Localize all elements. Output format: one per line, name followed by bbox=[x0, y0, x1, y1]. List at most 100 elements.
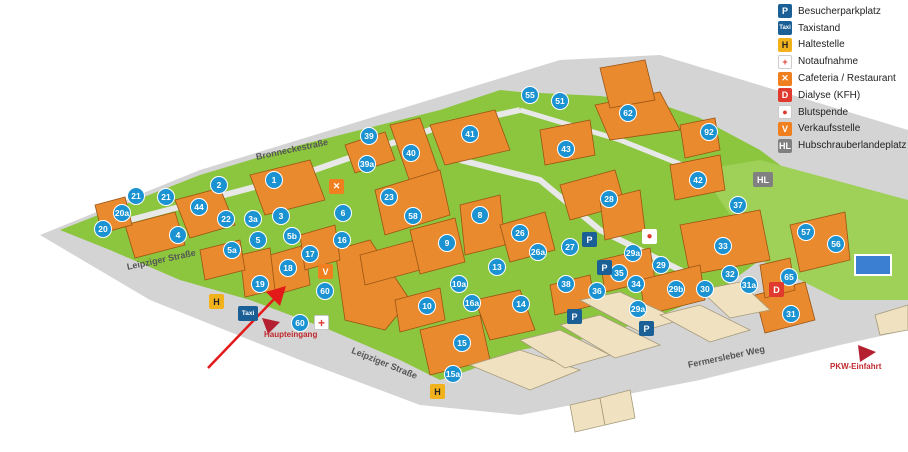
cutlery-icon: ✕ bbox=[329, 179, 344, 194]
legend-item: V Verkaufsstelle bbox=[778, 121, 906, 138]
building-number-marker: 32 bbox=[721, 265, 739, 283]
parking-icon: P bbox=[639, 321, 654, 336]
entrance-arrow bbox=[207, 294, 279, 369]
legend-item: + Notaufnahme bbox=[778, 53, 906, 70]
building-number-marker: 38 bbox=[557, 275, 575, 293]
building-number-marker: 29b bbox=[667, 280, 685, 298]
building-number-marker: 26 bbox=[511, 224, 529, 242]
building-number-marker: 62 bbox=[619, 104, 637, 122]
bus-stop-icon: H bbox=[209, 294, 224, 309]
building-number-marker: 21 bbox=[157, 188, 175, 206]
bus-stop-icon: H bbox=[430, 384, 445, 399]
building-number-marker: 17 bbox=[301, 245, 319, 263]
dialysis-icon: D bbox=[769, 282, 784, 297]
building-number-marker: 39 bbox=[360, 127, 378, 145]
building-number-marker: 15 bbox=[453, 334, 471, 352]
building-number-marker: 28 bbox=[600, 190, 618, 208]
helipad-icon: HL bbox=[778, 138, 792, 153]
building-number-marker: 21 bbox=[127, 187, 145, 205]
building-number-marker: 29a bbox=[624, 244, 642, 262]
building-number-marker: 43 bbox=[557, 140, 575, 158]
building-number-marker: 29 bbox=[652, 256, 670, 274]
building-number-marker: 36 bbox=[588, 282, 606, 300]
building-number-marker: 6 bbox=[334, 204, 352, 222]
building-number-marker: 65 bbox=[780, 268, 798, 286]
building-number-marker: 35 bbox=[610, 264, 628, 282]
shop-icon: V bbox=[778, 121, 792, 136]
blood-drop-icon: ● bbox=[642, 229, 657, 244]
legend-label: Verkaufsstelle bbox=[798, 123, 861, 135]
entrance-arrowhead bbox=[266, 286, 286, 306]
building-number-marker: 34 bbox=[627, 275, 645, 293]
building-number-marker: 10a bbox=[450, 275, 468, 293]
building-number-marker: 14 bbox=[512, 295, 530, 313]
car-entrance-label: PKW-Einfahrt bbox=[830, 362, 882, 371]
cutlery-icon: ✕ bbox=[778, 71, 792, 86]
building-number-marker: 1 bbox=[265, 171, 283, 189]
building-number-marker: 3 bbox=[272, 207, 290, 225]
shop-icon: V bbox=[318, 264, 333, 279]
building-number-marker: 40 bbox=[402, 144, 420, 162]
building-number-marker: 23 bbox=[380, 188, 398, 206]
main-entrance-triangle bbox=[262, 318, 280, 334]
legend-item: HL Hubschrauberlandeplatz bbox=[778, 137, 906, 154]
parking-icon: P bbox=[567, 309, 582, 324]
emergency-cross-icon: + bbox=[778, 54, 792, 69]
helipad-icon: HL bbox=[753, 172, 773, 187]
legend-label: Taxistand bbox=[798, 22, 841, 34]
building-number-marker: 26a bbox=[529, 243, 547, 261]
legend-item: ● Blutspende bbox=[778, 104, 906, 121]
building-number-marker: 16a bbox=[463, 294, 481, 312]
parking-icon: P bbox=[582, 232, 597, 247]
building-number-marker: 22 bbox=[217, 210, 235, 228]
building-number-marker: 60 bbox=[316, 282, 334, 300]
helipad bbox=[854, 254, 892, 276]
taxi-icon: Taxi bbox=[778, 21, 792, 36]
building-number-marker: 20a bbox=[113, 204, 131, 222]
legend-label: Cafeteria / Restaurant bbox=[798, 73, 896, 85]
parking-icon: P bbox=[778, 4, 792, 19]
building-number-marker: 31 bbox=[782, 305, 800, 323]
legend-label: Notaufnahme bbox=[798, 56, 859, 68]
building-number-marker: 92 bbox=[700, 123, 718, 141]
building-number-marker: 4 bbox=[169, 226, 187, 244]
legend-label: Blutspende bbox=[798, 106, 849, 118]
building-number-marker: 31a bbox=[740, 276, 758, 294]
legend-item: P Besucherparkplatz bbox=[778, 3, 906, 20]
building-number-marker: 42 bbox=[689, 171, 707, 189]
legend-item: Taxi Taxistand bbox=[778, 20, 906, 37]
building-number-marker: 9 bbox=[438, 234, 456, 252]
building-number-marker: 56 bbox=[827, 235, 845, 253]
parking-icon: P bbox=[597, 260, 612, 275]
legend-label: Hubschrauberlandeplatz bbox=[798, 140, 907, 152]
building-number-marker: 37 bbox=[729, 196, 747, 214]
legend-label: Haltestelle bbox=[798, 39, 845, 51]
building-number-marker: 8 bbox=[471, 206, 489, 224]
building-number-marker: 55 bbox=[521, 86, 539, 104]
building-number-marker: 57 bbox=[797, 223, 815, 241]
building-number-marker: 33 bbox=[714, 237, 732, 255]
building-number-marker: 27 bbox=[561, 238, 579, 256]
building-number-marker: 2 bbox=[210, 176, 228, 194]
blood-drop-icon: ● bbox=[778, 105, 792, 120]
building-number-marker: 58 bbox=[404, 207, 422, 225]
building-number-marker: 41 bbox=[461, 125, 479, 143]
bus-stop-icon: H bbox=[778, 37, 792, 52]
building-number-marker: 18 bbox=[279, 259, 297, 277]
dialysis-icon: D bbox=[778, 88, 792, 103]
building-number-marker: 20 bbox=[94, 220, 112, 238]
legend-label: Dialyse (KFH) bbox=[798, 89, 861, 101]
legend-item: H Haltestelle bbox=[778, 37, 906, 54]
building-number-marker: 3a bbox=[244, 210, 262, 228]
building-number-marker: 13 bbox=[488, 258, 506, 276]
legend-item: ✕ Cafeteria / Restaurant bbox=[778, 70, 906, 87]
building-number-marker: 30 bbox=[696, 280, 714, 298]
building-number-marker: 10 bbox=[418, 297, 436, 315]
building-number-marker: 5a bbox=[223, 241, 241, 259]
building-number-marker: 60 bbox=[291, 314, 309, 332]
building-number-marker: 5 bbox=[249, 231, 267, 249]
building-number-marker: 39a bbox=[358, 155, 376, 173]
legend-label: Besucherparkplatz bbox=[798, 5, 881, 17]
